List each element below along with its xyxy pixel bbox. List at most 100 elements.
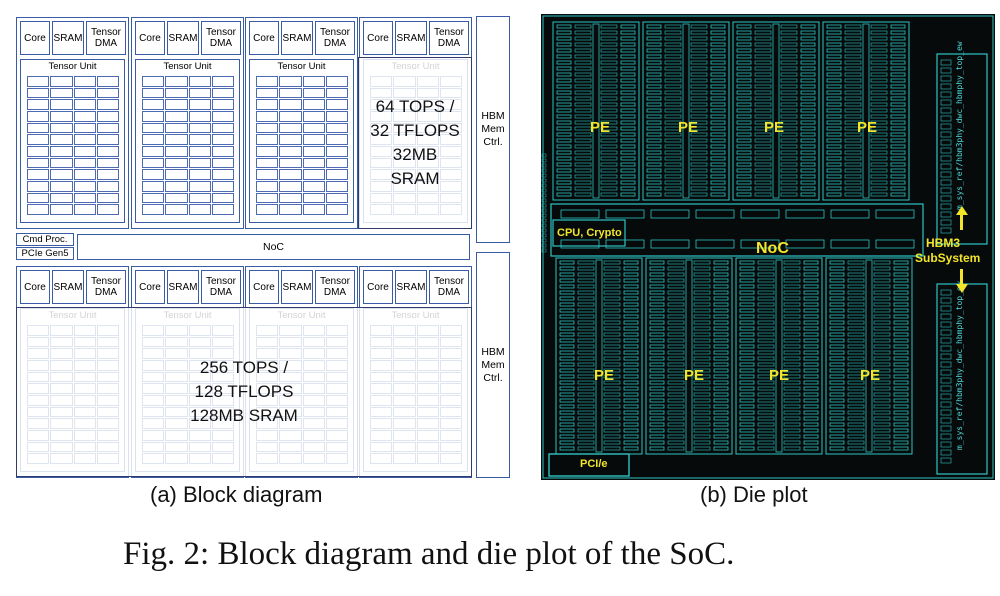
die-strip <box>826 174 842 179</box>
die-strip <box>574 180 592 185</box>
die-pin <box>541 248 547 253</box>
tensor-unit-cell <box>142 146 165 157</box>
die-strip <box>893 302 909 307</box>
sram-label: SRAM <box>396 32 426 44</box>
die-strip <box>713 338 729 343</box>
tensor-unit-cell <box>50 111 73 122</box>
die-pin <box>541 198 547 203</box>
die-hbm-cell <box>940 425 952 432</box>
die-strip <box>873 356 891 361</box>
die-strip <box>890 78 906 83</box>
die-strip <box>844 72 862 77</box>
die-strip <box>664 114 682 119</box>
die-strip <box>646 84 662 89</box>
die-strip <box>713 344 729 349</box>
die-strip <box>603 284 621 289</box>
die-strip <box>713 284 729 289</box>
die-strip <box>603 278 621 283</box>
die-strip <box>649 296 665 301</box>
die-strip <box>826 96 842 101</box>
die-strip <box>893 368 909 373</box>
die-strip <box>690 96 708 101</box>
die-pe-tile-bottom-3 <box>735 257 823 455</box>
die-strip <box>690 90 708 95</box>
die-strip <box>844 150 862 155</box>
die-strip <box>739 446 755 451</box>
die-strip <box>623 302 639 307</box>
die-strip <box>800 120 816 125</box>
die-strip <box>783 446 801 451</box>
die-strip <box>890 102 906 107</box>
die-pcie-block <box>548 453 630 477</box>
die-hbm-cell <box>940 457 952 464</box>
die-strip <box>870 102 888 107</box>
die-strip <box>800 60 816 65</box>
die-strip <box>847 410 865 415</box>
tensor-unit-cell <box>142 99 165 110</box>
die-strip <box>783 416 801 421</box>
die-hbm-phy-text-top: m_sys_ref/hbm3phy_dwc_hbmphy_top_ew <box>955 41 964 210</box>
die-strip <box>803 308 819 313</box>
die-strip <box>559 260 575 265</box>
die-strip <box>667 344 685 349</box>
die-strip <box>559 440 575 445</box>
die-strip <box>620 192 636 197</box>
die-strip <box>664 54 682 59</box>
die-strip <box>556 114 572 119</box>
die-strip <box>873 332 891 337</box>
die-strip <box>829 416 845 421</box>
die-strip <box>803 266 819 271</box>
die-strip <box>783 272 801 277</box>
die-strip <box>649 350 665 355</box>
die-strip <box>736 138 752 143</box>
die-hbm-cell <box>940 203 952 210</box>
die-strip <box>664 66 682 71</box>
die-strip <box>739 392 755 397</box>
die-strip <box>667 392 685 397</box>
die-strip <box>870 60 888 65</box>
die-strip <box>649 302 665 307</box>
die-strip <box>783 278 801 283</box>
die-hbm-cell <box>940 59 952 66</box>
die-strip <box>693 344 711 349</box>
die-strip <box>559 410 575 415</box>
pcie-box: PCIe Gen5 <box>16 247 74 260</box>
tensor-unit-cell <box>96 99 119 110</box>
die-strip <box>556 186 572 191</box>
tensor-unit-cell <box>325 146 348 157</box>
tensor-unit-cell <box>302 122 325 134</box>
die-strip <box>646 120 662 125</box>
die-strip <box>690 36 708 41</box>
die-strip <box>713 266 729 271</box>
die-strip <box>757 344 775 349</box>
die-pin <box>541 183 547 188</box>
die-strip <box>783 314 801 319</box>
die-strip <box>574 84 592 89</box>
die-strip <box>873 392 891 397</box>
die-strip <box>690 72 708 77</box>
die-strip <box>620 60 636 65</box>
tensor-unit-cell <box>165 169 188 180</box>
die-strip <box>736 30 752 35</box>
die-strip <box>600 186 618 191</box>
die-strip <box>780 42 798 47</box>
tensor-unit-cell <box>211 192 234 204</box>
die-strip <box>690 108 708 113</box>
die-strip <box>574 36 592 41</box>
die-strip <box>649 368 665 373</box>
die-strip <box>890 60 906 65</box>
die-strip <box>780 180 798 185</box>
die-strip <box>800 30 816 35</box>
noc-label: NoC <box>262 240 284 253</box>
die-strip <box>739 308 755 313</box>
die-column <box>862 23 870 199</box>
tensor-unit-cell <box>27 87 50 99</box>
die-strip <box>873 272 891 277</box>
die-strip <box>713 362 729 367</box>
tensor-unit-cell <box>96 192 119 204</box>
die-strip <box>829 374 845 379</box>
tensor-unit-cell <box>50 181 73 192</box>
tensor-unit-cell <box>73 146 96 157</box>
die-strip <box>757 374 775 379</box>
